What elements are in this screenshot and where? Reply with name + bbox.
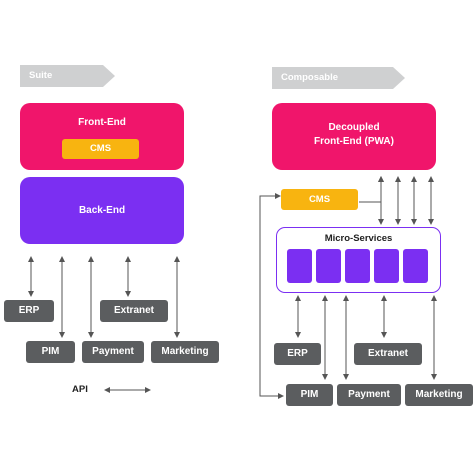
microservice-block — [403, 249, 428, 283]
composable-extranet-box: Extranet — [354, 343, 422, 365]
suite-payment-box: Payment — [82, 341, 144, 363]
microservice-block — [287, 249, 312, 283]
suite-extranet-label: Extranet — [113, 305, 154, 316]
composable-pim-label: PIM — [300, 389, 319, 400]
composable-tag-label: Composable — [281, 72, 339, 83]
suite-backend-label: Back-End — [78, 205, 126, 216]
composable-payment-box: Payment — [337, 384, 401, 406]
composable-tag: Composable — [272, 67, 405, 89]
composable-marketing-box: Marketing — [405, 384, 473, 406]
suite-tag-label: Suite — [29, 70, 53, 81]
composable-cms-box: CMS — [281, 189, 358, 210]
composable-frontend-block: Decoupled Front-End (PWA) — [272, 103, 436, 170]
suite-extranet-box: Extranet — [100, 300, 168, 322]
arrow-cms-pim — [259, 193, 284, 399]
composable-payment-label: Payment — [348, 389, 390, 400]
suite-cms-label: CMS — [89, 143, 112, 154]
composable-erp-label: ERP — [287, 348, 308, 359]
suite-payment-label: Payment — [92, 346, 134, 357]
composable-pim-box: PIM — [286, 384, 333, 406]
suite-backend-block: Back-End — [20, 177, 184, 244]
suite-marketing-box: Marketing — [151, 341, 219, 363]
suite-erp-box: ERP — [4, 300, 54, 322]
composable-erp-box: ERP — [274, 343, 321, 365]
suite-marketing-label: Marketing — [161, 346, 209, 357]
composable-extranet-label: Extranet — [367, 348, 408, 359]
composable-cms-label: CMS — [308, 194, 331, 205]
composable-frontend-line1: Decoupled — [328, 122, 380, 133]
composable-frontend-line2: Front-End (PWA) — [314, 136, 394, 147]
microservice-block — [345, 249, 370, 283]
api-legend-label: API — [72, 384, 88, 395]
suite-pim-box: PIM — [26, 341, 75, 363]
microservice-block — [316, 249, 341, 283]
suite-frontend-block: Front-End — [20, 103, 184, 170]
composable-marketing-label: Marketing — [415, 389, 463, 400]
suite-frontend-label: Front-End — [78, 117, 126, 128]
suite-pim-label: PIM — [41, 346, 60, 357]
arrow-cms-frontend — [359, 176, 384, 203]
suite-tag: Suite — [20, 65, 115, 87]
microservices-box: Micro-Services — [276, 227, 441, 293]
suite-erp-label: ERP — [18, 305, 40, 316]
microservice-block — [374, 249, 399, 283]
microservices-label: Micro-Services — [324, 233, 393, 244]
suite-cms-box: CMS — [62, 139, 139, 159]
